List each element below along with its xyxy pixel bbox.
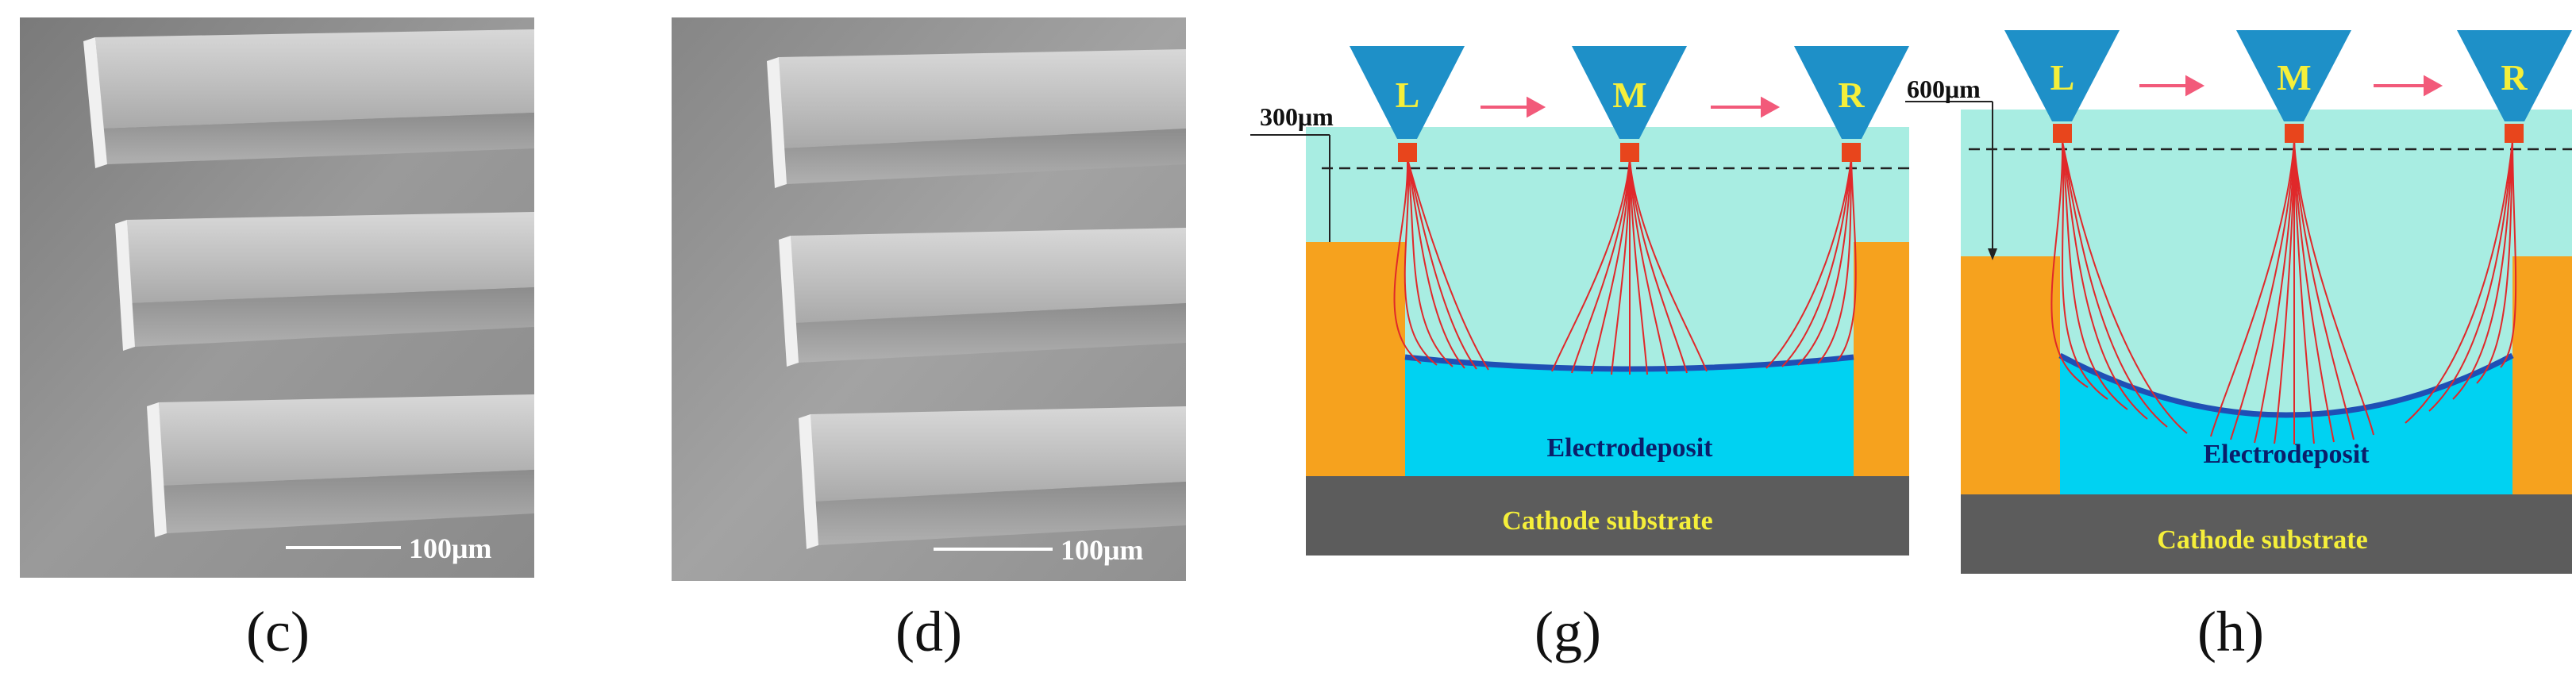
schematic-g: Electrodeposit Cathode substrate 300μm [1250,46,1909,556]
electrodeposit [1405,357,1854,508]
sem-stripe [115,212,534,351]
nozzle-label: M [1612,75,1646,115]
nozzle-label: R [1838,75,1865,115]
mask-left [1306,242,1405,508]
electrodeposit [2060,356,2512,526]
cathode-substrate [1306,476,1909,556]
nozzle-R: R [1794,46,1909,162]
diagram-g: Electrodeposit Cathode substrate 300μm [1250,32,1909,563]
sem-stripe [779,228,1186,367]
move-arrows [2139,75,2443,97]
move-arrows [1481,96,1781,118]
sem-photo-c: 100μm [20,17,534,578]
mask-right [1854,242,1909,508]
nozzle-L: L [2004,30,2120,143]
sem-stripe [799,406,1186,549]
schematic-h: Electrodeposit Cathode substrate 600μm [1905,30,2572,574]
substrate-label: Cathode substrate [1502,506,1712,536]
gap-label: 300μm [1260,102,1334,131]
deposit-label: Electrodeposit [2203,440,2370,469]
cathode-substrate [1961,494,2572,574]
sem-image-d: 100μm [672,17,1186,581]
nozzle-R: R [2457,30,2572,143]
scale-label: 100μm [409,532,491,564]
deposit-surface [2058,352,2514,418]
deposit-label: Electrodeposit [1546,433,1713,463]
nozzle-M: M [2236,30,2351,143]
nozzle-L: L [1350,46,1465,162]
gap-label: 600μm [1907,75,1981,103]
diagram-h: Electrodeposit Cathode substrate 600μm [1905,30,2572,578]
nozzle-M: M [1572,46,1687,162]
caption-c: (c) [246,600,310,663]
caption-h: (h) [2197,600,2264,663]
nozzle-label: L [2050,57,2075,98]
nozzle-label: L [1396,75,1420,115]
nozzle-label: M [2277,57,2311,98]
caption-g: (g) [1534,600,1601,663]
mask-right [2512,256,2572,526]
caption-d: (d) [895,600,962,663]
mask-left [1961,256,2060,526]
sem-stripe [83,29,534,168]
substrate-label: Cathode substrate [2157,525,2367,555]
gap-arrowhead [1988,248,1997,260]
scale-label: 100μm [1061,534,1143,566]
sem-photo-d: 100μm [672,17,1186,581]
sem-stripe [147,394,534,537]
field-lines [2050,140,2517,444]
field-lines [1393,158,1857,375]
sem-image-c: 100μm [20,17,534,578]
nozzle-label: R [2501,57,2528,98]
sem-stripe [767,49,1186,188]
